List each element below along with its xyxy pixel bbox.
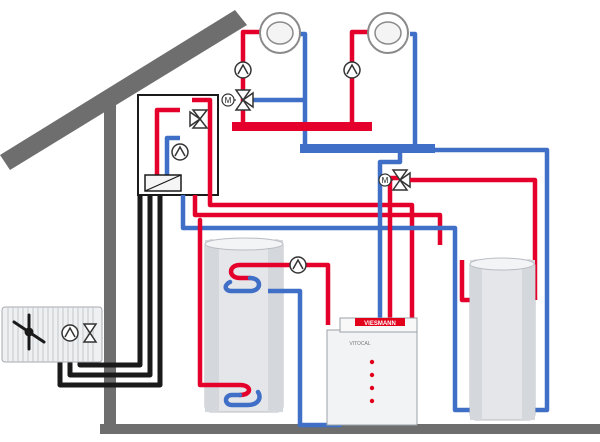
dhw-coils: [197, 217, 288, 408]
radiator-1-return-pipe: [300, 31, 308, 147]
buffer-tank-top: [469, 257, 535, 271]
pump-icon: [234, 61, 252, 79]
radiator-2-pump: [343, 61, 361, 79]
radiator-1-mixing-valve: M: [221, 89, 254, 111]
indicator-dot: [369, 398, 375, 404]
heat-pump-pipes: [154, 97, 470, 413]
return-manifold: [300, 144, 435, 153]
radiator-2: [367, 12, 409, 54]
fan-icon: [12, 313, 46, 351]
pump-icon: [289, 256, 307, 274]
valve-motor-label: M: [382, 176, 389, 185]
pump-icon: [343, 61, 361, 79]
boiler-return-up: [377, 150, 403, 330]
heat-pump-supply-branch: [154, 107, 180, 175]
house-outline: [0, 10, 600, 434]
supply-manifold: [232, 122, 372, 131]
mixing-valve-icon: [234, 89, 252, 102]
plate-heat-exchanger: [144, 174, 182, 192]
valve-motor-label: M: [225, 96, 232, 105]
heat-pump-supply-pipe: [192, 97, 415, 320]
indicator-dot: [369, 385, 375, 391]
pump-icon: [171, 143, 189, 161]
mixing-valve-icon: [82, 323, 98, 335]
dhw-cylinder: [204, 237, 284, 413]
boiler-model-label: VITOCAL: [349, 341, 371, 347]
valve-motor: [378, 173, 392, 187]
boiler-mixing-valve: M: [378, 169, 411, 191]
brand-badge: [355, 318, 405, 326]
indicator-dot: [369, 359, 375, 365]
module-mixing-valve: [189, 109, 209, 129]
dhw-pump: [289, 256, 307, 274]
boiler-supply-up: [387, 175, 400, 330]
boiler-to-tank-supply: [285, 262, 331, 325]
radiator-1-pump: [234, 61, 252, 79]
module-pump: [171, 143, 189, 161]
heat-pump-return-main: [180, 195, 470, 413]
upper-coil-supply: [228, 262, 288, 281]
upper-coil-return: [223, 275, 262, 294]
heat-pump-to-tank-supply: [192, 195, 443, 245]
radiator-2-supply-pipe: [349, 29, 368, 125]
heat-pump-return-pipe: [164, 135, 180, 175]
radiator-1-supply-pipe: [240, 29, 262, 125]
roof: [0, 10, 247, 170]
boiler-body: [326, 329, 418, 426]
radiator-2-return-pipe: [410, 31, 418, 147]
brand-logo: VIESMANN: [364, 321, 396, 327]
outdoor-valve: [82, 323, 98, 343]
indicator-dot: [369, 372, 375, 378]
outdoor-unit-body: [1, 306, 103, 363]
outdoor-heat-pump-unit: [1, 306, 103, 363]
mixing-valve-icon: [191, 109, 209, 121]
buffer-tank-return: [400, 147, 550, 413]
valve-motor: [221, 93, 235, 107]
gas-boiler: VIESMANN VITOCAL: [326, 317, 418, 426]
left-wall: [104, 100, 116, 430]
buffer-tank: [469, 257, 536, 421]
lower-coil-return: [223, 389, 262, 408]
lower-coil-supply: [197, 217, 252, 398]
dhw-cylinder-top: [204, 237, 284, 251]
radiator-1: [259, 12, 301, 54]
heating-circuit-pipes: [240, 29, 418, 147]
buffer-tank-to-boiler: [459, 260, 470, 303]
floor: [100, 424, 600, 434]
mixing-valve-icon: [391, 169, 409, 182]
pump-icon: [61, 324, 79, 342]
outdoor-pump: [61, 324, 79, 342]
